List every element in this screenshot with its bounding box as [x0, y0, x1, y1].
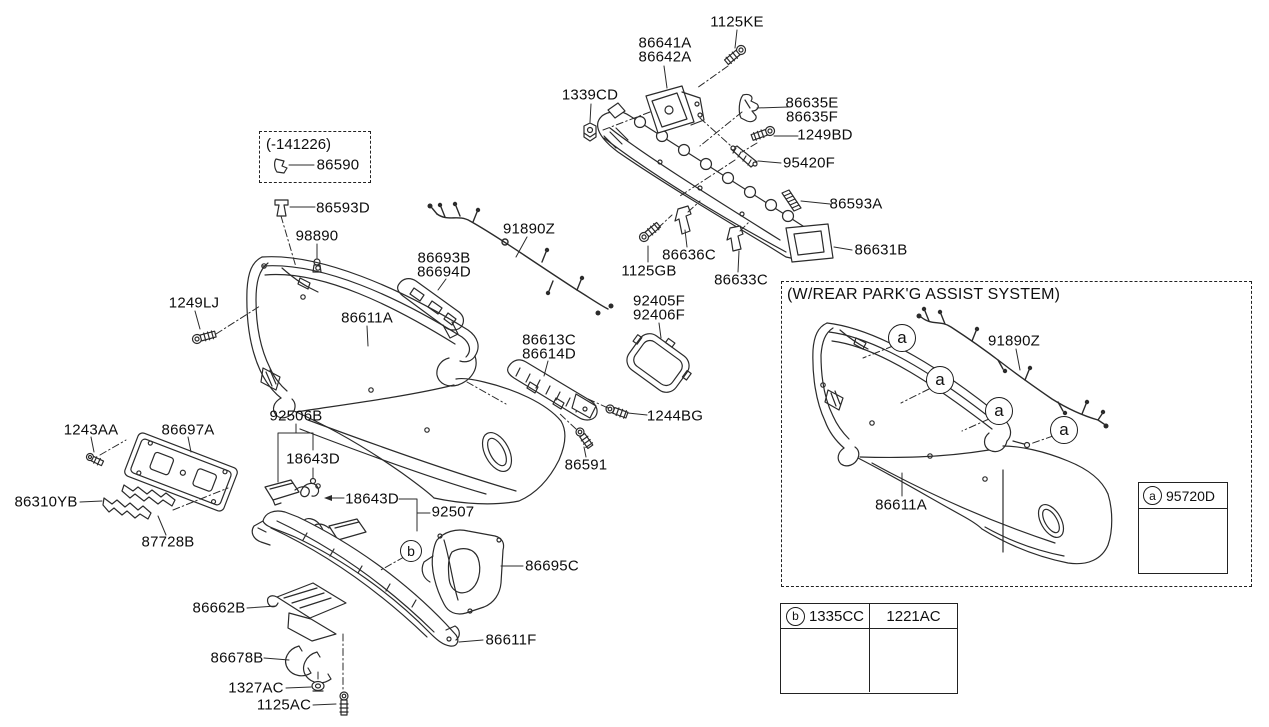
bumper-reinforcement-art [597, 102, 834, 263]
bolt-icon [339, 691, 349, 716]
clip-icon [726, 225, 744, 252]
sensor-part-number: 95720D [1166, 487, 1216, 504]
slider-pad-icon [730, 145, 758, 168]
sensor-bracket-art [645, 85, 705, 134]
fastener-legend-table: b 1335CC 1221AC [780, 603, 958, 694]
closure-bracket-art [266, 582, 347, 642]
sensor-legend-box: a 95720D [1138, 482, 1228, 574]
license-plate-bracket-art [124, 432, 238, 512]
clip-icon [274, 158, 288, 174]
wiring-harness-art [916, 306, 1109, 429]
nut-icon [583, 122, 597, 142]
bolt-icon [750, 125, 776, 141]
fastener-header-1221ac: 1221AC [870, 604, 957, 628]
reflector-art [626, 333, 692, 393]
assembly-dash-lines [99, 65, 1054, 691]
leader-lines [79, 29, 1021, 706]
tapping-screw-cell [870, 629, 957, 692]
bumper-rail-art [507, 359, 598, 421]
mud-guard-art [421, 529, 505, 615]
note-box-title: (-141226) [266, 136, 332, 153]
callout-a-badge: a [1143, 486, 1162, 505]
bolt-icon [723, 44, 747, 66]
screw-icon [85, 452, 105, 467]
bolt-icon [191, 330, 217, 345]
rear-bumper-cover-art [246, 256, 566, 505]
bolt-icon [575, 427, 594, 450]
sensor-legend-body [1139, 509, 1227, 571]
clip-icon [674, 205, 692, 235]
clip-icon [274, 199, 289, 217]
u-nut-clip-cell [781, 629, 870, 692]
park-assist-box: (W/REAR PARK'G ASSIST SYSTEM) [781, 281, 1252, 587]
park-assist-box-title: (W/REAR PARK'G ASSIST SYSTEM) [787, 286, 1061, 303]
park-assist-bumper-art [812, 322, 1113, 565]
callout-b-badge: b [785, 606, 805, 626]
clamp-art [285, 645, 332, 684]
production-note-box: (-141226) [259, 131, 371, 183]
fastener-part-number: 1335CC [808, 607, 865, 625]
fastener-part-number: 1221AC [886, 607, 941, 625]
wiring-harness-art [427, 201, 614, 316]
moulding-strip-art [102, 484, 176, 520]
lower-molding-art [251, 510, 460, 647]
grommet-icon [311, 680, 325, 692]
clip-icon [738, 93, 759, 123]
fastener-header-1335cc: b 1335CC [781, 604, 870, 628]
license-lamp-art [264, 477, 367, 541]
sensor-legend-header: a 95720D [1139, 483, 1227, 509]
bolt-icon [638, 221, 662, 243]
spring-pin-icon [781, 189, 802, 212]
bolt-icon [605, 404, 629, 419]
